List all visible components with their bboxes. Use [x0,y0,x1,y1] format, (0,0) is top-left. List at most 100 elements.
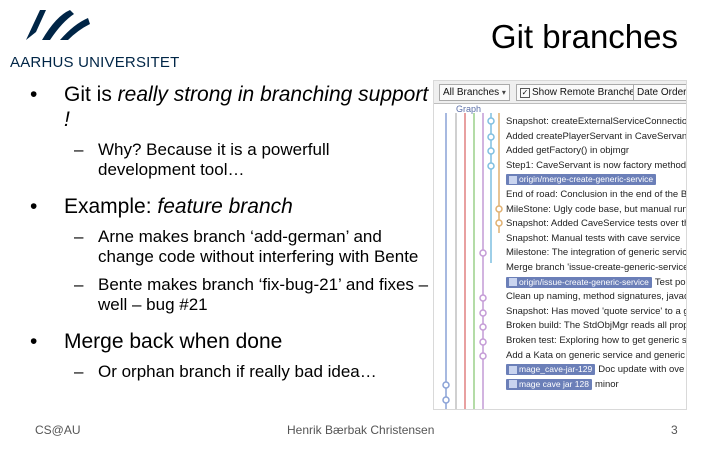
bullet-dash: – [74,275,84,294]
commit-message: Milestone: The integration of generic se… [506,247,686,259]
commit-message: Snapshot: Added CaveService tests over t… [506,218,686,230]
graph-toolbar: All Branches ▾ ✓Show Remote Branches Dat… [434,81,686,104]
chevron-down-icon: ▾ [501,88,506,97]
bullet-dot: • [30,83,38,106]
commit-node [487,162,495,170]
branch-label-text: mage cave jar 128 [519,378,589,389]
commit-row[interactable]: End of road: Conclusion in the end of th… [506,188,686,203]
commit-node [479,352,487,360]
sub-bullet-text: Or orphan branch if really bad idea… [98,362,377,381]
branch-label-badge: mage_cave-jar-129 [506,364,596,376]
commit-message: Snapshot: Manual tests with cave service [506,232,681,244]
commit-row[interactable]: Clean up naming, method signatures, java… [506,290,686,305]
branch-label-badge: origin/merge-create-generic-service [506,174,657,186]
commit-message: End of road: Conclusion in the end of th… [506,188,686,200]
commit-row[interactable]: Added getFactory() in objmgr [506,144,686,159]
commit-row[interactable]: mage cave jar 128 minor [506,378,686,393]
commit-node [487,147,495,155]
commit-row[interactable]: Snapshot: Added CaveService tests over t… [506,217,686,232]
commit-message: Test po [654,276,686,288]
logo-text: AARHUS UNIVERSITET [10,54,180,71]
bullet-list: • Git is really strong in branching supp… [30,82,430,390]
commit-node [479,323,487,331]
commit-message: Added createPlayerServant in CaveServant… [506,130,686,142]
commit-message: Snapshot: Has moved 'quote service' to a… [506,305,686,317]
commit-node [479,294,487,302]
branch-graph-lanes [442,113,503,409]
show-remote-branches-label: Show Remote Branches [532,87,640,98]
aarhus-university-logo: AARHUS UNIVERSITET [10,6,180,74]
commit-row[interactable]: MileStone: Ugly code base, but manual ru… [506,203,686,218]
bullet-text: Merge back when done [64,330,283,353]
commit-message: Broken build: The StdObjMgr reads all pr… [506,320,686,332]
date-order-button[interactable]: Date Order [633,84,687,101]
bullet-emphasis: feature branch [157,195,293,218]
branch-label-text: origin/issue-create-generic-service [519,276,649,287]
slide-title: Git branches [490,18,678,55]
bullet-text: Git is [64,83,118,106]
footer-page-number: 3 [671,423,678,437]
commit-node [442,396,450,404]
sub-bullet-why: – Why? Because it is a powerfull develop… [30,140,430,180]
checkbox-icon: ✓ [520,88,530,98]
commit-row[interactable]: Snapshot: Manual tests with cave service [506,232,686,247]
commit-row[interactable]: origin/merge-create-generic-service [506,173,686,188]
commit-list: Snapshot: createExternalServiceConnectio… [506,115,686,392]
commit-message: Added getFactory() in objmgr [506,145,630,157]
sub-bullet-bente: – Bente makes branch ‘fix-bug-21’ and fi… [30,275,430,315]
au-seal-icon [26,10,90,40]
commit-message: Add a Kata on generic service and generi… [506,349,686,361]
branch-label-badge: origin/issue-create-generic-service [506,276,652,288]
branches-dropdown[interactable]: All Branches ▾ [439,84,510,101]
commit-message: minor [594,378,619,390]
commit-row[interactable]: Milestone: The integration of generic se… [506,246,686,261]
bullet-merge: • Merge back when done [30,329,430,354]
commit-row[interactable]: Added createPlayerServant in CaveServant… [506,130,686,145]
commit-message: Doc update with ove [598,364,685,376]
branch-icon [509,380,517,389]
bullet-dash: – [74,227,84,246]
commit-node [479,338,487,346]
commit-node [495,219,503,227]
commit-row[interactable]: origin/issue-create-generic-service Test … [506,276,686,291]
commit-node [495,205,503,213]
bullet-dot: • [30,330,38,353]
commit-row[interactable]: Snapshot: createExternalServiceConnectio… [506,115,686,130]
sub-bullet-arne: – Arne makes branch ‘add-german’ and cha… [30,227,430,267]
commit-row[interactable]: Snapshot: Has moved 'quote service' to a… [506,305,686,320]
commit-message: Merge branch 'issue-create-generic-servi… [506,261,686,273]
bullet-git-strong: • Git is really strong in branching supp… [30,82,430,132]
show-remote-branches-toggle[interactable]: ✓Show Remote Branches [516,84,644,101]
graph-column-header: Graph [456,104,482,114]
bullet-text: Example: [64,195,158,218]
commit-row[interactable]: Broken test: Exploring how to get generi… [506,334,686,349]
commit-node [487,133,495,141]
branch-icon [509,365,517,374]
commit-message: Snapshot: createExternalServiceConnectio… [506,116,686,127]
commit-message: Step1: CaveServant is now factory method… [506,159,686,171]
bullet-example: • Example: feature branch [30,194,430,219]
bullet-dash: – [74,362,84,381]
footer-course: CS@AU [35,423,81,437]
commit-message: Clean up naming, method signatures, java… [506,291,686,303]
footer-author: Henrik Bærbak Christensen [287,423,435,437]
sub-bullet-text: Arne makes branch ‘add-german’ and chang… [98,227,419,266]
branches-dropdown-label: All Branches [443,87,500,98]
sub-bullet-text: Bente makes branch ‘fix-bug-21’ and fixe… [98,275,429,314]
branch-icon [509,176,517,185]
commit-row[interactable]: Add a Kata on generic service and generi… [506,349,686,364]
bullet-dot: • [30,195,38,218]
commit-row[interactable]: Broken build: The StdObjMgr reads all pr… [506,319,686,334]
bullet-emphasis: really strong in branching support ! [64,83,429,131]
commit-row[interactable]: Step1: CaveServant is now factory method… [506,159,686,174]
branch-label-badge: mage cave jar 128 [506,378,592,390]
branch-label-text: origin/merge-create-generic-service [519,174,654,185]
branch-icon [509,278,517,287]
commit-row[interactable]: Merge branch 'issue-create-generic-servi… [506,261,686,276]
commit-node [479,249,487,257]
date-order-label: Date Order [637,87,687,98]
commit-node [487,117,495,125]
bullet-dash: – [74,140,84,159]
git-graph-screenshot: All Branches ▾ ✓Show Remote Branches Dat… [433,80,687,410]
